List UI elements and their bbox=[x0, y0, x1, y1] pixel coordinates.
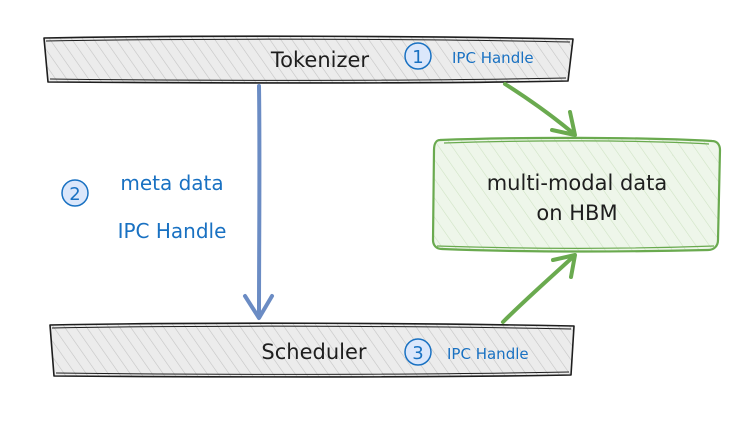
tokenizer-label: Tokenizer bbox=[270, 48, 370, 72]
step-1-badge bbox=[404, 42, 432, 70]
scheduler-ipc-handle: IPC Handle bbox=[447, 345, 529, 363]
step-2-number: 2 bbox=[69, 184, 80, 205]
tokenizer-bar: Tokenizer 1 IPC Handle bbox=[43, 35, 574, 84]
scheduler-to-hbm-arrow bbox=[501, 253, 577, 324]
step-3-number: 3 bbox=[412, 343, 423, 364]
tokenizer-ipc-handle: IPC Handle bbox=[452, 49, 534, 67]
step-1-number: 1 bbox=[412, 47, 423, 68]
scheduler-label: Scheduler bbox=[261, 340, 366, 364]
transfer-ipc-handle: IPC Handle bbox=[118, 219, 227, 243]
meta-data-label: meta data bbox=[120, 171, 223, 195]
metadata-transfer-arrow bbox=[243, 84, 274, 320]
scheduler-bar: Scheduler 3 IPC Handle bbox=[49, 322, 575, 378]
hbm-label-line1: multi-modal data bbox=[487, 171, 668, 195]
step-2-annotation: 2 meta data IPC Handle bbox=[61, 171, 227, 243]
hbm-label-line2: on HBM bbox=[536, 201, 617, 225]
hbm-box: multi-modal data on HBM bbox=[431, 136, 722, 253]
step-2-badge bbox=[61, 179, 89, 207]
tokenizer-to-hbm-arrow bbox=[503, 82, 577, 137]
step-3-badge bbox=[404, 338, 432, 366]
